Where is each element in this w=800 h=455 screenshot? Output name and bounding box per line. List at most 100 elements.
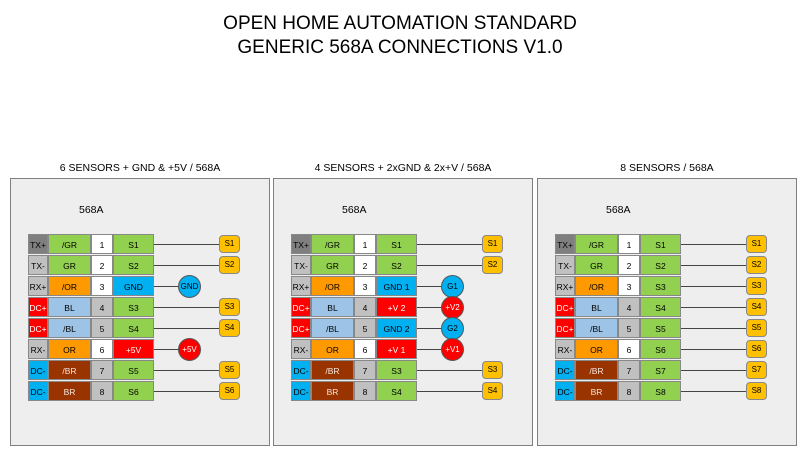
pair-color-cell: OR [48, 339, 91, 359]
wire-line [154, 286, 178, 287]
pair-color-cell: /OR [48, 276, 91, 296]
pair-color-cell: BL [48, 297, 91, 317]
sensor-terminal: S1 [219, 235, 240, 253]
title-line-1: OPEN HOME AUTOMATION STANDARD [223, 13, 577, 34]
pair-color-cell: BR [575, 381, 618, 401]
terminal-circle: GND [178, 275, 201, 298]
pair-color-cell: GR [48, 255, 91, 275]
panel-2-title: 4 SENSORS + 2xGND & 2x+V / 568A [314, 162, 492, 174]
wire-line [417, 307, 441, 308]
wire-line [154, 370, 219, 371]
sensor-terminal: S4 [482, 382, 503, 400]
connection-cell: +5V [113, 339, 154, 359]
signal-cell: DC+ [555, 318, 575, 338]
pair-color-cell: /OR [575, 276, 618, 296]
wire-line [681, 307, 746, 308]
pin-number-cell: 6 [618, 339, 640, 359]
terminal-circle: +5V [178, 338, 201, 361]
sensor-terminal: S6 [219, 382, 240, 400]
pin-number-cell: 4 [618, 297, 640, 317]
pair-color-cell: BL [311, 297, 354, 317]
panel-label: 568A [79, 204, 104, 216]
wire-line [681, 286, 746, 287]
signal-cell: RX+ [28, 276, 48, 296]
connection-cell: S8 [640, 381, 681, 401]
wire-line [154, 328, 219, 329]
terminal-circle: +V2 [441, 296, 464, 319]
sensor-terminal: S5 [746, 319, 767, 337]
connection-cell: S2 [376, 255, 417, 275]
signal-cell: RX- [555, 339, 575, 359]
sensor-terminal: S1 [746, 235, 767, 253]
sensor-terminal: S4 [219, 319, 240, 337]
signal-cell: TX- [555, 255, 575, 275]
connection-cell: GND 1 [376, 276, 417, 296]
sensor-terminal: S5 [219, 361, 240, 379]
pin-number-cell: 8 [618, 381, 640, 401]
connection-cell: GND [113, 276, 154, 296]
panel-label: 568A [342, 204, 367, 216]
pin-number-cell: 1 [91, 234, 113, 254]
wire-line [154, 265, 219, 266]
pin-number-cell: 3 [91, 276, 113, 296]
wire-line [154, 391, 219, 392]
panel-3-title: 8 SENSORS / 568A [620, 162, 714, 174]
pin-number-cell: 7 [91, 360, 113, 380]
wire-line [681, 244, 746, 245]
title-line-2: GENERIC 568A CONNECTIONS V1.0 [237, 37, 563, 58]
connection-cell: S7 [640, 360, 681, 380]
pair-color-cell: /GR [311, 234, 354, 254]
signal-cell: TX+ [291, 234, 311, 254]
wire-line [681, 370, 746, 371]
connection-cell: S3 [113, 297, 154, 317]
terminal-circle: +V1 [441, 338, 464, 361]
signal-cell: DC- [291, 381, 311, 401]
pin-number-cell: 5 [354, 318, 376, 338]
pin-number-cell: 5 [618, 318, 640, 338]
pin-number-cell: 3 [354, 276, 376, 296]
pin-number-cell: 8 [91, 381, 113, 401]
connection-cell: GND 2 [376, 318, 417, 338]
pair-color-cell: BR [311, 381, 354, 401]
pin-number-cell: 2 [354, 255, 376, 275]
pair-color-cell: GR [575, 255, 618, 275]
signal-cell: RX- [291, 339, 311, 359]
pin-number-cell: 7 [618, 360, 640, 380]
wire-line [681, 391, 746, 392]
connection-cell: S1 [376, 234, 417, 254]
panel-label: 568A [606, 204, 631, 216]
sensor-terminal: S6 [746, 340, 767, 358]
connection-cell: S6 [640, 339, 681, 359]
sensor-terminal: S1 [482, 235, 503, 253]
pin-number-cell: 6 [91, 339, 113, 359]
connection-cell: S3 [376, 360, 417, 380]
signal-cell: TX+ [28, 234, 48, 254]
signal-cell: TX- [28, 255, 48, 275]
connection-cell: S1 [640, 234, 681, 254]
wire-line [154, 307, 219, 308]
signal-cell: RX+ [555, 276, 575, 296]
pair-color-cell: /BL [311, 318, 354, 338]
pin-number-cell: 4 [91, 297, 113, 317]
sensor-terminal: S7 [746, 361, 767, 379]
wire-line [417, 328, 441, 329]
sensor-terminal: S2 [482, 256, 503, 274]
pin-number-cell: 8 [354, 381, 376, 401]
connection-cell: +V 1 [376, 339, 417, 359]
signal-cell: TX+ [555, 234, 575, 254]
sensor-terminal: S8 [746, 382, 767, 400]
sensor-terminal: S3 [482, 361, 503, 379]
signal-cell: DC+ [555, 297, 575, 317]
pair-color-cell: OR [311, 339, 354, 359]
signal-cell: DC+ [291, 297, 311, 317]
pair-color-cell: BR [48, 381, 91, 401]
sensor-terminal: S3 [219, 298, 240, 316]
connection-cell: +V 2 [376, 297, 417, 317]
pair-color-cell: OR [575, 339, 618, 359]
pair-color-cell: /BR [48, 360, 91, 380]
pin-number-cell: 6 [354, 339, 376, 359]
signal-cell: DC+ [291, 318, 311, 338]
connection-cell: S4 [376, 381, 417, 401]
connection-cell: S2 [113, 255, 154, 275]
